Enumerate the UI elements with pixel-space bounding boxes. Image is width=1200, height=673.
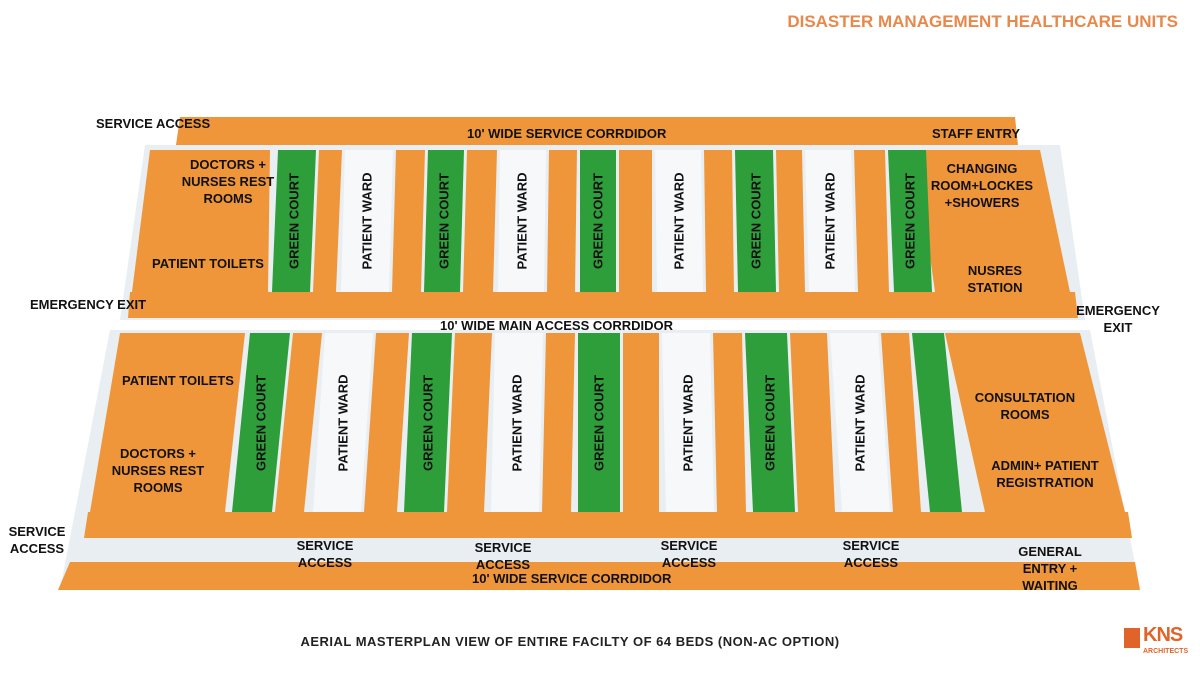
ward-rooms [364, 333, 409, 512]
service-access-3-label: SERVICE ACCESS [660, 538, 718, 570]
main-corridor-label: 10' WIDE MAIN ACCESS CORRDIDOR [440, 318, 674, 333]
patient-ward-label: PATIENT WARD [509, 373, 525, 472]
green-court [912, 333, 962, 512]
green-court [424, 150, 464, 292]
green-court-label: GREEN COURT [762, 374, 778, 471]
green-court [888, 150, 932, 292]
patient-ward [655, 150, 703, 292]
top-rooms-left [132, 150, 270, 292]
green-court-label: GREEN COURT [420, 374, 436, 471]
green-court [272, 150, 316, 292]
patient-ward-label: PATIENT WARD [335, 373, 351, 472]
top-rooms-right [915, 150, 1070, 292]
ward-rooms [547, 150, 577, 292]
logo-name: KNS [1143, 624, 1183, 646]
ward-rooms [854, 150, 889, 292]
patient-ward-label: PATIENT WARD [852, 373, 868, 472]
emergency-exit-left-label: EMERGENCY EXIT [30, 297, 147, 312]
ward-rooms [881, 333, 921, 512]
patient-ward-label: PATIENT WARD [680, 373, 696, 472]
green-court-label: GREEN COURT [748, 172, 763, 270]
bottom-toilets-label: PATIENT TOILETS [122, 373, 234, 388]
green-court-label: GREEN COURT [590, 172, 606, 270]
green-court-label: GREEN COURT [436, 172, 452, 270]
patient-ward [662, 333, 714, 512]
top-bottom-wall [128, 292, 1078, 318]
ward-rooms [790, 333, 835, 512]
bottom-rest-rooms-label: DOCTORS + NURSES REST ROOMS [111, 446, 205, 495]
green-court [232, 333, 290, 512]
kns-logo: KNS ARCHITECTS [1124, 624, 1189, 662]
green-court [404, 333, 452, 512]
patient-ward [313, 333, 373, 512]
top-service-corridor-label: 10' WIDE SERVICE CORRDIDOR [467, 126, 667, 141]
patient-ward-label: PATIENT WARD [359, 172, 375, 270]
green-court-label: GREEN COURT [591, 374, 607, 471]
bottom-rooms-right [945, 333, 1125, 512]
ward-rooms [463, 150, 497, 292]
patient-ward-label: PATIENT WARD [514, 172, 530, 270]
green-court [580, 150, 616, 292]
top-toilets-label: PATIENT TOILETS [152, 256, 264, 271]
logo-mark-icon [1124, 628, 1140, 648]
logo-subtitle: ARCHITECTS [1143, 648, 1189, 655]
ward-rooms [392, 150, 425, 292]
patient-ward [341, 150, 393, 292]
patient-ward [805, 150, 855, 292]
changing-room-label: CHANGING ROOM+LOCKES +SHOWERS [930, 161, 1034, 210]
top-service-corridor [176, 117, 1018, 145]
nurses-station-label: NUSRES STATION [967, 263, 1023, 295]
patient-ward-label: PATIENT WARD [671, 172, 687, 270]
bottom-service-corridor [58, 562, 1140, 590]
bottom-rooms-left [90, 333, 245, 512]
general-entry-label: GENERAL ENTRY + WAITING [1018, 544, 1082, 593]
ward-rooms [704, 150, 734, 292]
green-court-label: GREEN COURT [253, 374, 269, 471]
green-court [578, 333, 620, 512]
page-title: DISASTER MANAGEMENT HEALTHCARE UNITS [787, 12, 1178, 31]
ward-rooms [313, 150, 342, 292]
green-court-label: GREEN COURT [286, 172, 302, 270]
top-service-access-label: SERVICE ACCESS [96, 116, 211, 131]
ward-rooms [542, 333, 575, 512]
patient-ward [491, 333, 543, 512]
service-access-1-label: SERVICE ACCESS [296, 538, 354, 570]
ward-rooms [713, 333, 746, 512]
patient-ward [498, 150, 546, 292]
service-access-2-label: SERVICE ACCESS [474, 540, 532, 572]
staff-entry-label: STAFF ENTRY [932, 126, 1021, 141]
bottom-wall [84, 512, 1132, 538]
patient-ward-label: PATIENT WARD [822, 172, 838, 270]
admin-registration-label: ADMIN+ PATIENT REGISTRATION [991, 458, 1099, 490]
ward-rooms [447, 333, 492, 512]
ward-rooms [623, 333, 659, 512]
emergency-exit-right-label: EMERGENCY EXIT [1076, 303, 1160, 335]
bottom-service-access-left-label: SERVICE ACCESS [8, 524, 66, 556]
green-court-label: GREEN COURT [902, 172, 918, 270]
top-rest-rooms-label: DOCTORS + NURSES REST ROOMS [181, 157, 275, 206]
ward-rooms [619, 150, 652, 292]
patient-ward [830, 333, 890, 512]
caption: AERIAL MASTERPLAN VIEW OF ENTIRE FACILTY… [300, 634, 840, 649]
green-court [745, 333, 795, 512]
green-court [735, 150, 776, 292]
ward-rooms [275, 333, 322, 512]
service-access-4-label: SERVICE ACCESS [842, 538, 900, 570]
consultation-rooms-label: CONSULTATION ROOMS [974, 390, 1076, 422]
bottom-service-corridor-label: 10' WIDE SERVICE CORRDIDOR [472, 571, 672, 586]
ward-rooms [776, 150, 805, 292]
